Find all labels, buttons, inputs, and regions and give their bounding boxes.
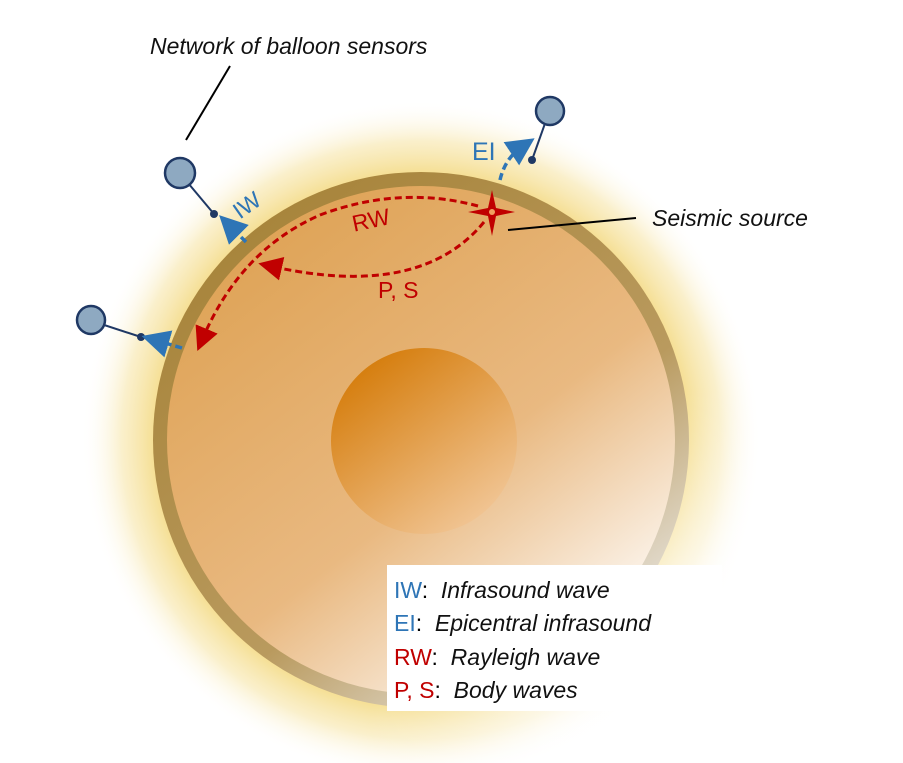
balloon-sensor-1	[163, 156, 218, 218]
legend: IW: Infrasound wave EI: Epicentral infra…	[387, 565, 722, 711]
legend-desc: Body waves	[453, 677, 578, 703]
ps-label: P, S	[378, 277, 419, 303]
legend-abbr: RW	[394, 644, 432, 670]
ei-arrow	[498, 138, 535, 181]
legend-abbr: IW	[394, 577, 422, 603]
legend-sep: :	[431, 644, 438, 670]
legend-item-ps: P, S: Body waves	[394, 677, 578, 704]
legend-sep: :	[421, 577, 429, 603]
iw-arrow-1	[219, 215, 249, 245]
balloon-sensor-3	[528, 95, 566, 164]
core	[331, 348, 517, 534]
legend-abbr: P, S	[394, 677, 435, 703]
legend-item-ei: EI: Epicentral infrasound	[394, 610, 651, 637]
network-leader-line	[185, 65, 231, 141]
legend-abbr: EI	[394, 610, 416, 636]
seismic-source-label: Seismic source	[652, 205, 808, 231]
network-label: Network of balloon sensors	[150, 33, 428, 59]
legend-sep: :	[434, 677, 441, 703]
ps-path	[258, 221, 486, 281]
ei-label: EI	[472, 138, 496, 166]
rw-path	[195, 195, 479, 352]
legend-desc: Epicentral infrasound	[434, 610, 651, 636]
legend-item-rw: RW: Rayleigh wave	[394, 644, 600, 671]
legend-desc: Rayleigh wave	[450, 644, 601, 670]
source-leader-line	[507, 217, 637, 231]
iw-arrow-2	[141, 330, 183, 358]
legend-desc: Infrasound wave	[440, 577, 610, 603]
legend-item-iw: IW: Infrasound wave	[394, 577, 610, 604]
legend-sep: :	[415, 610, 423, 636]
